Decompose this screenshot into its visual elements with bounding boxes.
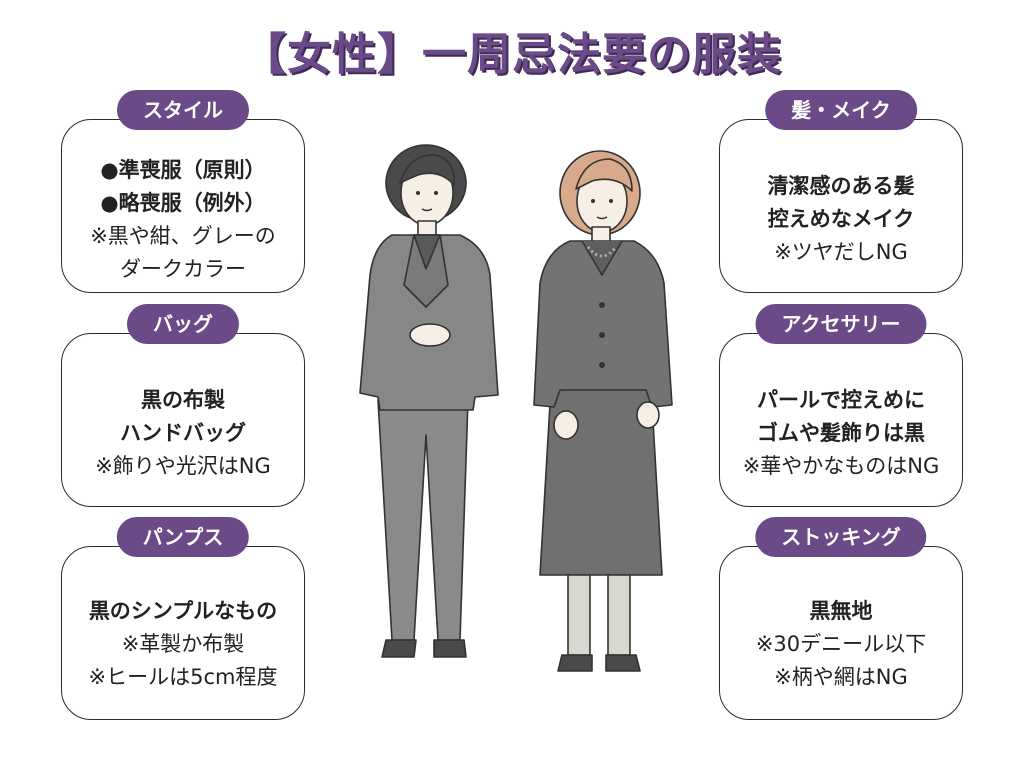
card-line: ※飾りや光沢はNG <box>95 454 271 478</box>
card-line: ●準喪服（原則） <box>100 158 266 182</box>
card-line: ※ヒールは5cm程度 <box>88 665 278 689</box>
card-bag: バッグ 黒の布製 ハンドバッグ ※飾りや光沢はNG <box>61 304 305 507</box>
card-accessory-heading: アクセサリー <box>755 304 927 344</box>
women-illustration <box>359 144 673 672</box>
card-pumps-heading: パンプス <box>116 517 250 557</box>
card-style-body: ●準喪服（原則） ●略喪服（例外） ※黒や紺、グレーの ダークカラー <box>62 154 304 286</box>
card-line: 清潔感のある髪 <box>767 174 915 198</box>
card-hair-makeup-body: 清潔感のある髪 控えめなメイク ※ツヤだしNG <box>720 170 962 269</box>
page-title: 【女性】一周忌法要の服装 <box>242 29 782 80</box>
card-hair-makeup-heading: 髪・メイク <box>765 90 917 130</box>
card-pumps: パンプス 黒のシンプルなもの ※革製か布製 ※ヒールは5cm程度 <box>61 517 305 720</box>
card-line: 黒の布製 <box>141 388 225 412</box>
card-line: パールで控えめに <box>757 388 925 412</box>
card-pumps-body: 黒のシンプルなもの ※革製か布製 ※ヒールは5cm程度 <box>62 595 304 694</box>
card-line: ※華やかなものはNG <box>742 454 940 478</box>
card-accessory-body: パールで控えめに ゴムや髪飾りは黒 ※華やかなものはNG <box>720 384 962 483</box>
card-line: ※ツヤだしNG <box>774 240 908 264</box>
card-line: ハンドバッグ <box>120 421 246 445</box>
card-bag-body: 黒の布製 ハンドバッグ ※飾りや光沢はNG <box>62 384 304 483</box>
card-line: 黒のシンプルなもの <box>88 599 278 623</box>
card-stocking-heading: ストッキング <box>755 517 927 557</box>
card-line: ※柄や網はNG <box>774 665 908 689</box>
card-hair-makeup: 髪・メイク 清潔感のある髪 控えめなメイク ※ツヤだしNG <box>719 90 963 293</box>
card-line: ゴムや髪飾りは黒 <box>757 421 925 445</box>
card-style: スタイル ●準喪服（原則） ●略喪服（例外） ※黒や紺、グレーの ダークカラー <box>61 90 305 293</box>
card-bag-heading: バッグ <box>127 304 239 344</box>
card-stocking: ストッキング 黒無地 ※30デニール以下 ※柄や網はNG <box>719 517 963 720</box>
woman-dress-figure <box>533 150 673 672</box>
card-line: ※30デニール以下 <box>755 632 927 656</box>
card-line: ダークカラー <box>120 257 246 281</box>
card-style-heading: スタイル <box>117 90 249 130</box>
card-line: ●略喪服（例外） <box>100 191 266 215</box>
card-accessory: アクセサリー パールで控えめに ゴムや髪飾りは黒 ※華やかなものはNG <box>719 304 963 507</box>
woman-pantsuit-figure <box>359 144 499 658</box>
card-line: 黒無地 <box>809 599 873 623</box>
card-line: ※革製か布製 <box>121 632 245 656</box>
card-line: 控えめなメイク <box>767 207 915 231</box>
card-stocking-body: 黒無地 ※30デニール以下 ※柄や網はNG <box>720 595 962 694</box>
card-line: ※黒や紺、グレーの <box>90 224 276 248</box>
